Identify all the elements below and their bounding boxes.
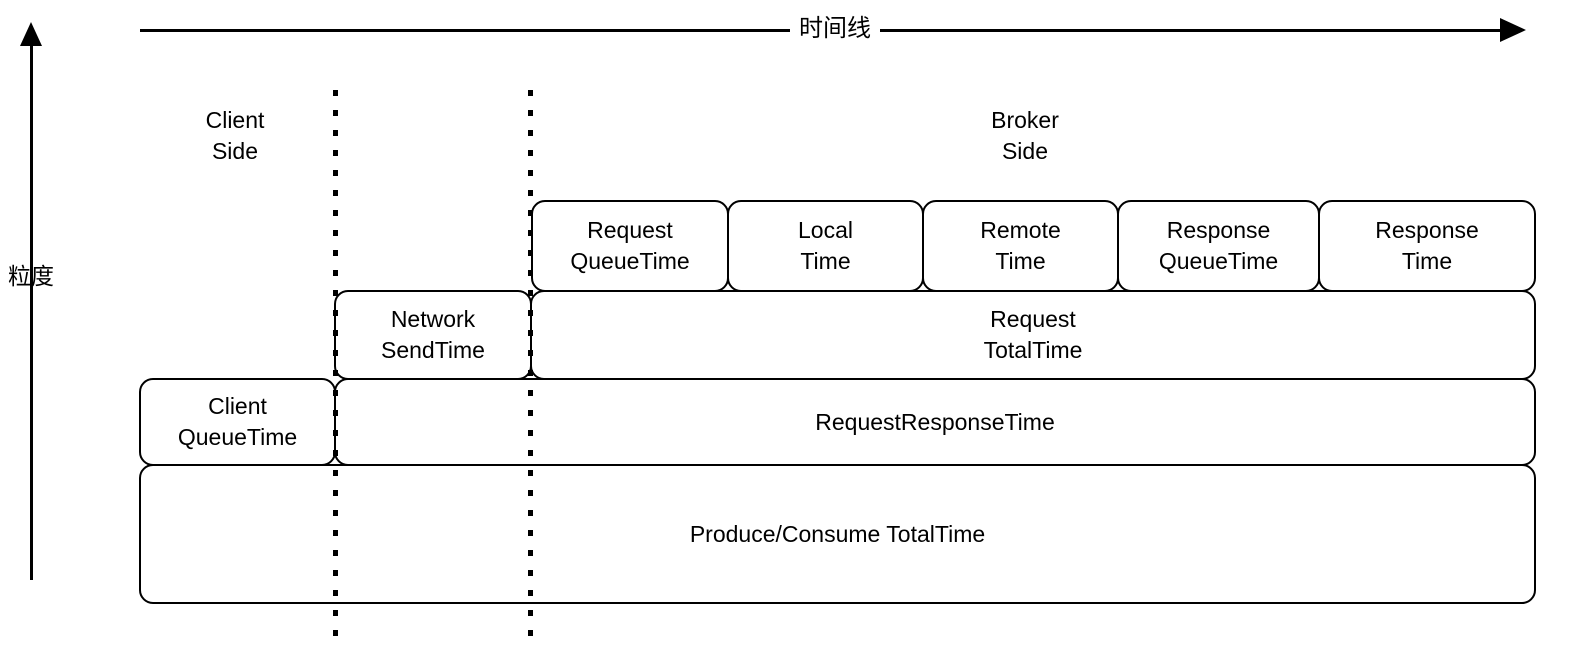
box-client-queue-time[interactable]: Client QueueTime [139, 378, 336, 466]
box-network-send-time[interactable]: Network SendTime [334, 290, 532, 380]
granularity-axis-arrowhead-icon [20, 22, 42, 46]
box-response-queue-time[interactable]: Response QueueTime [1117, 200, 1320, 292]
timeline-axis-line-right [880, 29, 1505, 32]
timeline-axis-arrowhead-icon [1500, 18, 1526, 42]
box-remote-time[interactable]: Remote Time [922, 200, 1119, 292]
box-request-response-time[interactable]: RequestResponseTime [334, 378, 1536, 466]
box-produce-consume-total-time[interactable]: Produce/Consume TotalTime [139, 464, 1536, 604]
granularity-axis-label: 粒度 [8, 263, 54, 289]
broker-side-caption: Broker Side [991, 107, 1059, 164]
timeline-axis-line-left [140, 29, 790, 32]
granularity-axis-line [30, 40, 33, 580]
boundary-guide-network-broker [528, 90, 533, 650]
timeline-axis-label: 时间线 [799, 15, 871, 42]
box-response-time[interactable]: Response Time [1318, 200, 1536, 292]
box-request-queue-time[interactable]: Request QueueTime [531, 200, 729, 292]
box-request-total-time[interactable]: Request TotalTime [530, 290, 1536, 380]
box-local-time[interactable]: Local Time [727, 200, 924, 292]
client-side-caption: Client Side [205, 107, 265, 164]
boundary-guide-client-network [333, 90, 338, 650]
